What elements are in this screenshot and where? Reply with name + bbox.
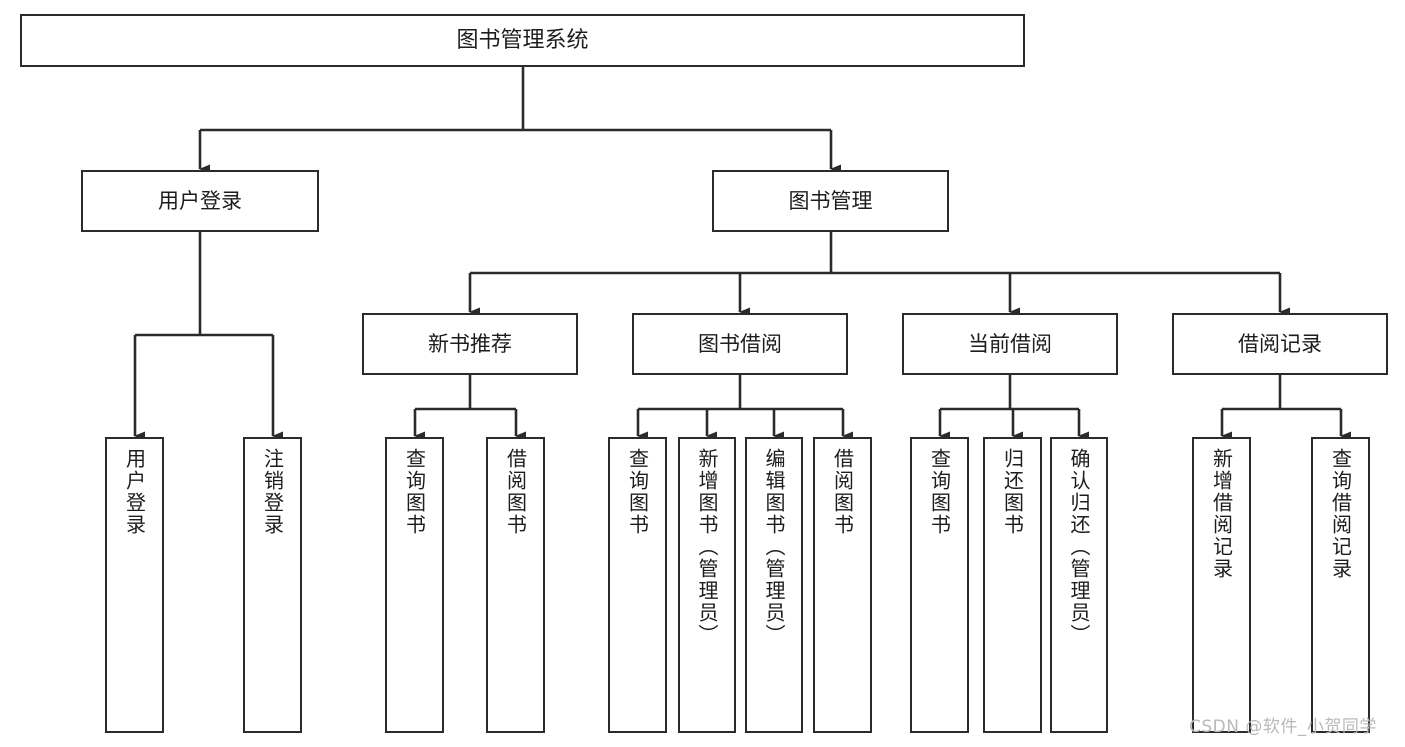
node-label: 查询图书 xyxy=(927,448,952,536)
node-label: 图书管理系统 xyxy=(456,27,589,53)
node-label: 新书推荐 xyxy=(428,331,512,356)
node-box-l2[interactable]: 注销登录 xyxy=(243,437,302,733)
node-label: 借阅图书 xyxy=(830,448,855,536)
node-label: 查询图书 xyxy=(625,448,650,536)
node-label: 注销登录 xyxy=(260,448,285,536)
node-label: 借阅记录 xyxy=(1238,331,1322,356)
node-label: 归还图书 xyxy=(1000,448,1025,536)
node-box-n6[interactable]: 借阅记录 xyxy=(1172,313,1388,375)
node-label: 当前借阅 xyxy=(968,331,1052,356)
node-box-l12[interactable]: 新增借阅记录 xyxy=(1192,437,1251,733)
node-box-n1[interactable]: 用户登录 xyxy=(81,170,319,232)
node-box-l13[interactable]: 查询借阅记录 xyxy=(1311,437,1370,733)
node-box-l9[interactable]: 查询图书 xyxy=(910,437,969,733)
node-box-l10[interactable]: 归还图书 xyxy=(983,437,1042,733)
node-label: 新增借阅记录 xyxy=(1209,448,1234,580)
node-label: 图书借阅 xyxy=(698,331,782,356)
node-box-l7[interactable]: 编辑图书（管理员） xyxy=(745,437,803,733)
node-label: 编辑图书（管理员） xyxy=(762,448,786,646)
node-box-l11[interactable]: 确认归还（管理员） xyxy=(1050,437,1108,733)
node-box-n5[interactable]: 当前借阅 xyxy=(902,313,1118,375)
node-label: 查询借阅记录 xyxy=(1328,448,1353,580)
node-label: 图书管理 xyxy=(788,188,873,213)
node-label: 用户登录 xyxy=(158,188,242,213)
node-box-n2[interactable]: 图书管理 xyxy=(712,170,949,232)
node-box-l5[interactable]: 查询图书 xyxy=(608,437,667,733)
node-label: 新增图书（管理员） xyxy=(695,448,719,646)
node-label: 确认归还（管理员） xyxy=(1067,448,1091,646)
node-box-n4[interactable]: 图书借阅 xyxy=(632,313,848,375)
node-box-n0[interactable]: 图书管理系统 xyxy=(20,14,1025,67)
node-box-l1[interactable]: 用户登录 xyxy=(105,437,164,733)
node-box-l4[interactable]: 借阅图书 xyxy=(486,437,545,733)
watermark: CSDN @软件_小贺同学 xyxy=(1189,717,1377,737)
node-box-l8[interactable]: 借阅图书 xyxy=(813,437,872,733)
node-box-l3[interactable]: 查询图书 xyxy=(385,437,444,733)
node-box-l6[interactable]: 新增图书（管理员） xyxy=(678,437,736,733)
node-box-n3[interactable]: 新书推荐 xyxy=(362,313,578,375)
node-label: 查询图书 xyxy=(402,448,427,536)
node-label: 借阅图书 xyxy=(503,448,528,536)
node-label: 用户登录 xyxy=(122,448,147,536)
